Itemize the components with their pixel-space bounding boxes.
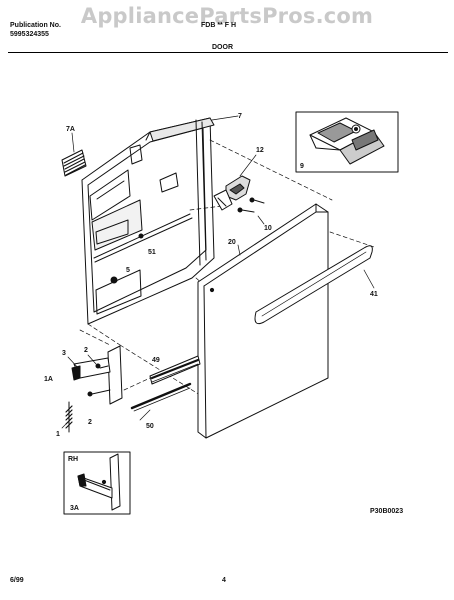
callout-7A: 7A (66, 126, 75, 133)
hinge-spring (65, 401, 73, 433)
publication-number: 5995324355 (10, 31, 49, 38)
footer-date: 6/99 (10, 577, 24, 584)
screws-10 (237, 197, 265, 225)
door-cable-49 (149, 355, 201, 385)
model-number: FDB ** F H (201, 22, 236, 29)
callout-10: 10 (264, 225, 272, 232)
page-number: 4 (222, 577, 226, 584)
callout-9: 9 (300, 163, 304, 170)
callout-1: 1 (56, 431, 60, 438)
callout-41: 41 (370, 291, 378, 298)
callout-49: 49 (152, 357, 160, 364)
callout-RH: RH (68, 456, 78, 463)
latch-assembly (213, 175, 251, 211)
diagram-code: P30B0023 (370, 508, 404, 515)
header-rule (8, 52, 448, 53)
door-cable-50 (130, 382, 192, 412)
rh-hinge-inset (63, 451, 131, 515)
callout-2-lower: 2 (88, 419, 92, 426)
callout-3: 3 (62, 350, 66, 357)
section-title: DOOR (212, 44, 233, 51)
hinge-assembly (71, 345, 123, 405)
callout-3A: 3A (70, 505, 79, 512)
callout-5: 5 (126, 267, 130, 274)
inner-door-panel (81, 117, 215, 325)
callout-2-upper: 2 (84, 347, 88, 354)
callout-50: 50 (146, 423, 154, 430)
callout-51: 51 (148, 249, 156, 256)
inset-dispenser-box (295, 111, 399, 173)
watermark-text: AppliancePartsPros.com (80, 4, 374, 28)
callout-labels: 7A 7 12 9 10 20 51 5 41 3 2 1A 49 2 1 50… (44, 113, 378, 512)
callout-12: 12 (256, 147, 264, 154)
publication-label: Publication No. (10, 22, 61, 29)
callout-20: 20 (228, 239, 236, 246)
callout-7: 7 (238, 113, 242, 120)
vent-7a (61, 149, 87, 177)
callout-1A: 1A (44, 376, 53, 383)
door-handle (254, 245, 373, 325)
